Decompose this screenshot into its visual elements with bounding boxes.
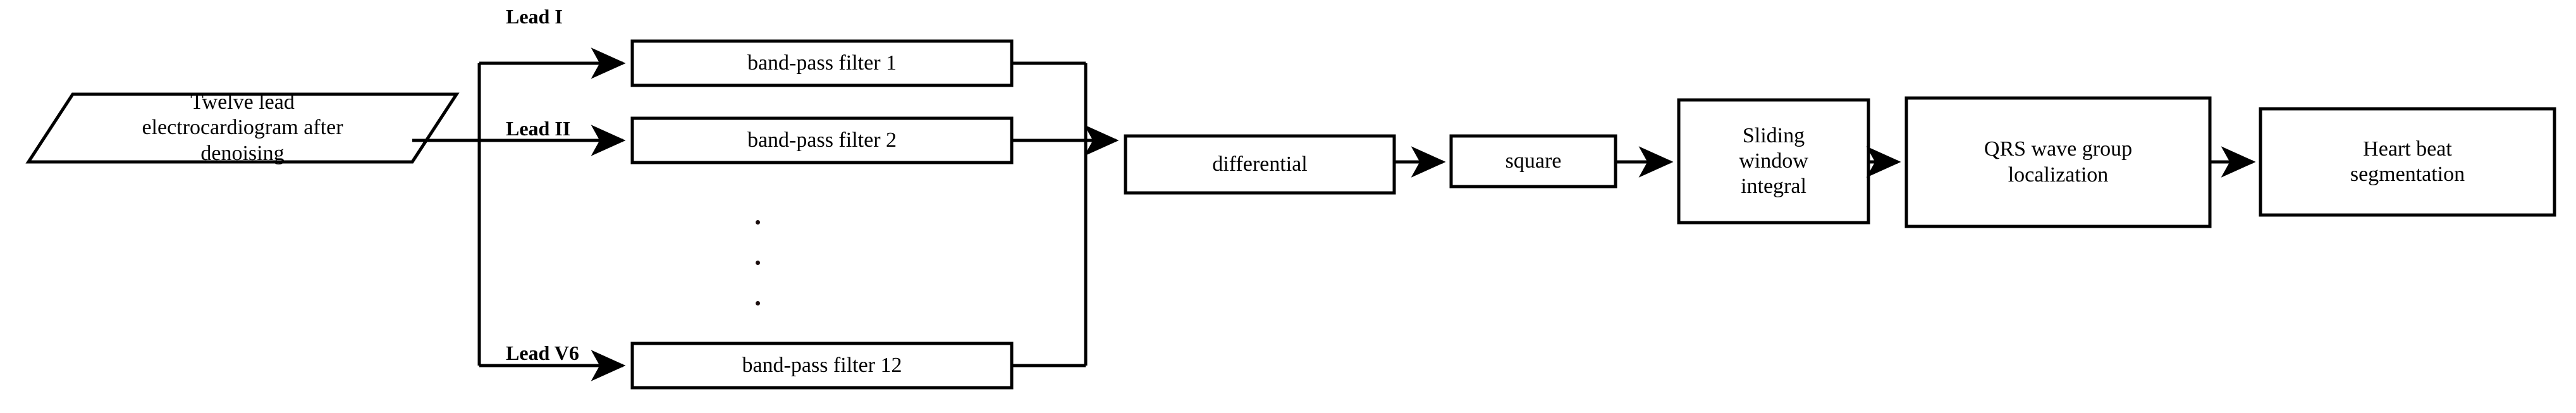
filter-box-12	[630, 342, 1014, 390]
filter-box-1	[630, 39, 1014, 87]
qrs-localization-box	[1904, 96, 2212, 228]
input-parallelogram	[25, 92, 460, 164]
heartbeat-segmentation-box	[2259, 107, 2556, 217]
filter-box-2	[630, 116, 1014, 164]
square-box	[1449, 134, 1617, 188]
sliding-window-integral-box	[1677, 98, 1870, 225]
differential-box	[1124, 134, 1396, 195]
